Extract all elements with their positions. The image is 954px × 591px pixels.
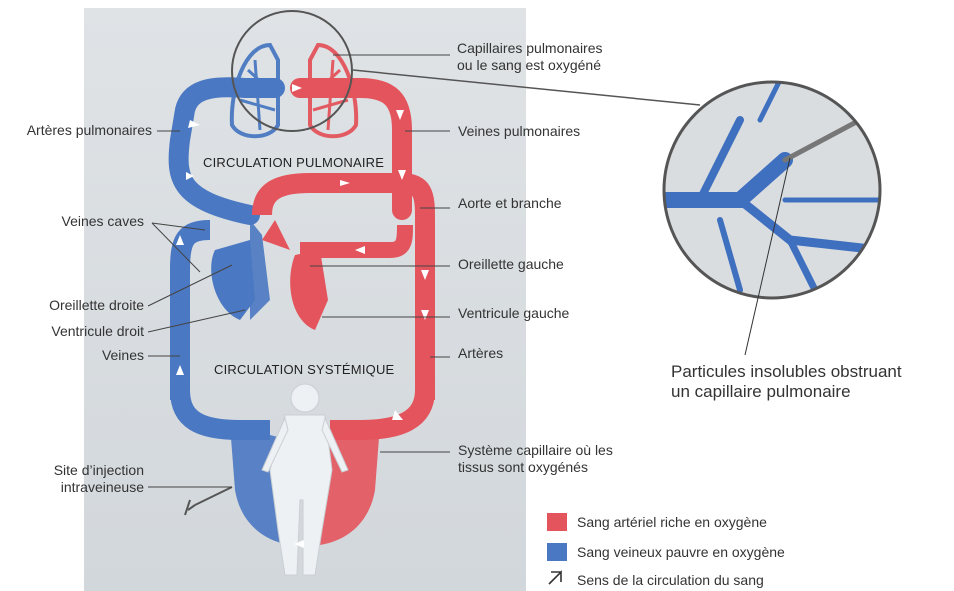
label-veines-pulmonaires: Veines pulmonaires <box>458 123 580 140</box>
capillary-zoom <box>660 80 880 300</box>
label-veines-caves: Veines caves <box>62 213 145 230</box>
pulmonary-circulation-label: CIRCULATION PULMONAIRE <box>203 155 384 170</box>
label-ventricule-gauche: Ventricule gauche <box>458 305 569 322</box>
label-arteres-pulmonaires: Artères pulmonaires <box>27 122 152 139</box>
aorta-return-vessel <box>300 225 405 250</box>
legend-direction-label: Sens de la circulation du sang <box>577 572 764 588</box>
zoom-caption: Particules insolubles obstruant un capil… <box>671 362 902 402</box>
arrow-icon <box>549 572 561 584</box>
label-oreillette-droite: Oreillette droite <box>49 297 144 314</box>
legend-direction: Sens de la circulation du sang <box>577 570 764 590</box>
label-oreillette-gauche: Oreillette gauche <box>458 256 564 273</box>
systemic-artery-vessel <box>330 390 425 430</box>
arterial-swatch <box>547 513 567 531</box>
legend-venous-label: Sang veineux pauvre en oxygène <box>577 544 785 560</box>
label-veines: Veines <box>102 347 144 364</box>
venous-swatch <box>547 543 567 561</box>
label-aorte: Aorte et branche <box>458 195 562 212</box>
label-ventricule-droit: Ventricule droit <box>51 323 144 340</box>
legend-arterial: Sang artériel riche en oxygène <box>547 512 767 532</box>
systemic-vein-vessel <box>180 390 270 430</box>
label-systeme-capillaire: Système capillaire où les tissus sont ox… <box>458 442 613 476</box>
syringe-icon <box>185 487 232 515</box>
label-capillaires-pulmonaires: Capillaires pulmonaires ou le sang est o… <box>457 40 603 74</box>
legend-arterial-label: Sang artériel riche en oxygène <box>577 514 767 530</box>
label-site-injection: Site d’injection intraveineuse <box>54 462 144 496</box>
systemic-circulation-label: CIRCULATION SYSTÉMIQUE <box>214 362 394 377</box>
label-arteres: Artères <box>458 345 503 362</box>
legend-venous: Sang veineux pauvre en oxygène <box>547 542 785 562</box>
